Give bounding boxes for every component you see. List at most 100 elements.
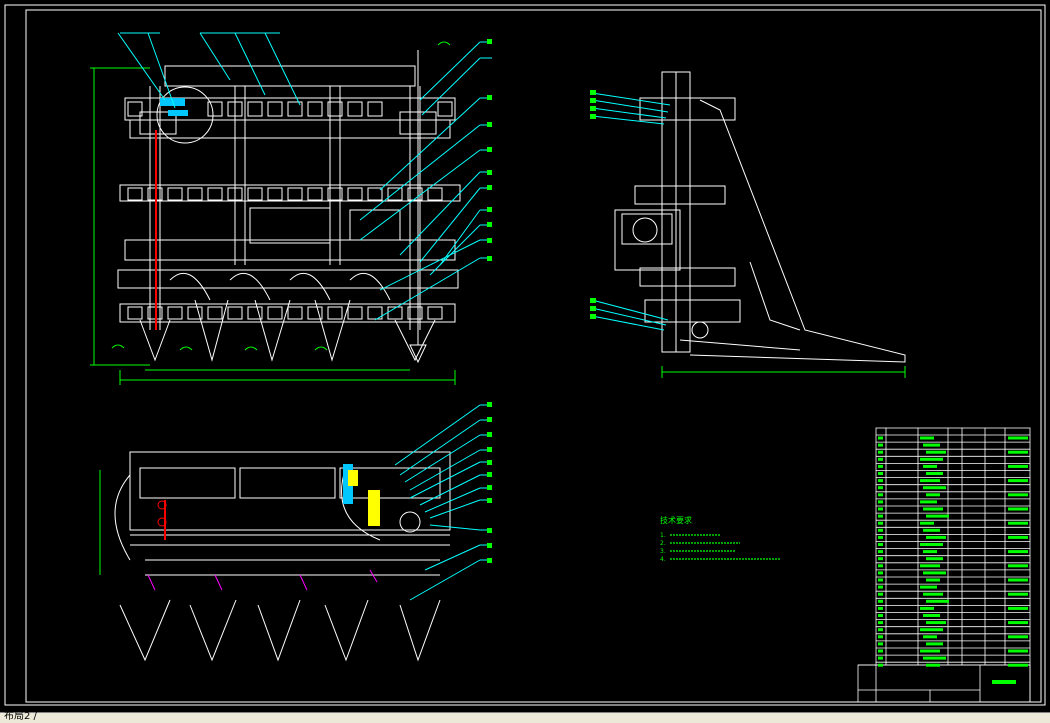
bom-mark: [1008, 450, 1028, 454]
bom-text-marks: [878, 436, 1028, 667]
bom-mark: [878, 635, 883, 639]
bom-mark: [878, 457, 883, 461]
bom-mark: [923, 656, 946, 660]
bom-mark: [878, 592, 883, 596]
bom-mark: [878, 599, 883, 603]
bom-mark: [878, 614, 883, 617]
bom-mark: [1008, 564, 1028, 568]
plan-view-balloon-ticks: [487, 402, 492, 563]
bom-mark: [878, 535, 883, 539]
plan-highlight-yellow: [368, 490, 380, 526]
bom-mark: [1008, 464, 1028, 468]
bom-mark: [1008, 535, 1028, 539]
bom-mark: [926, 599, 949, 603]
bom-mark: [920, 521, 934, 525]
bom-mark: [878, 436, 883, 440]
bom-mark: [1008, 493, 1028, 497]
bom-mark: [1008, 649, 1028, 653]
bom-mark: [1008, 479, 1028, 483]
bom-mark: [926, 535, 946, 539]
bom-mark: [926, 557, 943, 561]
bom-mark: [878, 450, 883, 454]
bom-mark: [923, 486, 946, 490]
bom-mark: [920, 585, 937, 589]
bom-mark: [920, 543, 943, 546]
bom-mark: [878, 507, 883, 511]
bom-mark: [923, 464, 937, 468]
bom-mark: [923, 592, 943, 596]
tech-req-item-1: 1.: [660, 532, 666, 539]
bom-mark: [923, 614, 940, 617]
bom-mark: [878, 649, 883, 653]
bom-mark: [1008, 663, 1028, 667]
tech-req-item-2: 2.: [660, 540, 666, 547]
side-view-balloon-ticks: [590, 90, 596, 319]
bom-mark: [923, 528, 940, 532]
tech-requirements: 技术要求 1. 2. 3. 4.: [660, 515, 780, 563]
bom-mark: [878, 550, 883, 554]
bom-mark: [926, 621, 946, 625]
bill-of-materials: [857, 427, 1031, 703]
bom-mark: [878, 564, 883, 568]
bom-mark: [1008, 507, 1028, 511]
bom-mark: [878, 621, 883, 625]
bom-mark: [926, 472, 943, 475]
front-view: [90, 41, 461, 385]
bom-mark: [878, 557, 883, 561]
bom-mark: [878, 500, 883, 504]
plan-highlight-yellow-2: [348, 470, 358, 486]
bom-mark: [926, 578, 940, 582]
bom-mark: [920, 628, 943, 632]
bom-mark: [878, 642, 883, 646]
bom-mark: [878, 656, 883, 660]
side-view-leaders: [591, 92, 671, 331]
bom-mark: [878, 486, 883, 490]
bom-mark: [878, 493, 883, 497]
bom-mark: [878, 479, 883, 483]
bom-mark: [926, 663, 940, 667]
bom-mark: [1008, 635, 1028, 639]
bom-mark: [926, 514, 949, 518]
bom-mark: [878, 443, 883, 447]
bom-mark: [1008, 550, 1028, 554]
bom-mark: [878, 663, 883, 667]
bom-mark: [878, 585, 883, 589]
bom-mark: [926, 642, 943, 646]
layout-tab[interactable]: 布局2 /: [4, 711, 37, 722]
bom-mark: [920, 606, 934, 610]
bom-mark: [878, 571, 883, 575]
bom-mark: [878, 543, 883, 546]
bom-mark: [920, 564, 940, 568]
bom-mark: [1008, 521, 1028, 525]
tech-requirements-title: 技术要求: [660, 515, 692, 525]
tech-req-item-4: 4.: [660, 556, 666, 563]
bom-mark: [878, 606, 883, 610]
bom-mark: [1008, 578, 1028, 582]
plan-view-magenta-marks: [147, 569, 378, 591]
bom-mark: [923, 571, 946, 575]
bom-mark: [1008, 606, 1028, 610]
bom-mark: [878, 464, 883, 468]
bom-mark: [1008, 592, 1028, 596]
bom-mark: [923, 635, 937, 639]
bom-mark: [878, 578, 883, 582]
sheet-outer-border: [4, 4, 1046, 706]
front-view-balloon-ticks: [487, 39, 492, 261]
sheet-inner-border: [25, 9, 1042, 703]
bom-mark: [920, 649, 940, 653]
bom-mark: [926, 493, 940, 497]
bom-mark: [1008, 436, 1028, 440]
bom-mark: [926, 450, 946, 454]
side-view: [614, 71, 906, 378]
bom-mark: [878, 521, 883, 525]
bom-mark: [1008, 621, 1028, 625]
bom-mark: [923, 507, 943, 511]
layout-tab-bar: 布局2 /: [0, 712, 1050, 723]
plan-view-leaders: [394, 404, 492, 601]
bom-mark: [923, 550, 937, 554]
bom-mark: [920, 436, 934, 440]
bom-mark: [920, 479, 940, 483]
tech-req-item-3: 3.: [660, 548, 666, 555]
